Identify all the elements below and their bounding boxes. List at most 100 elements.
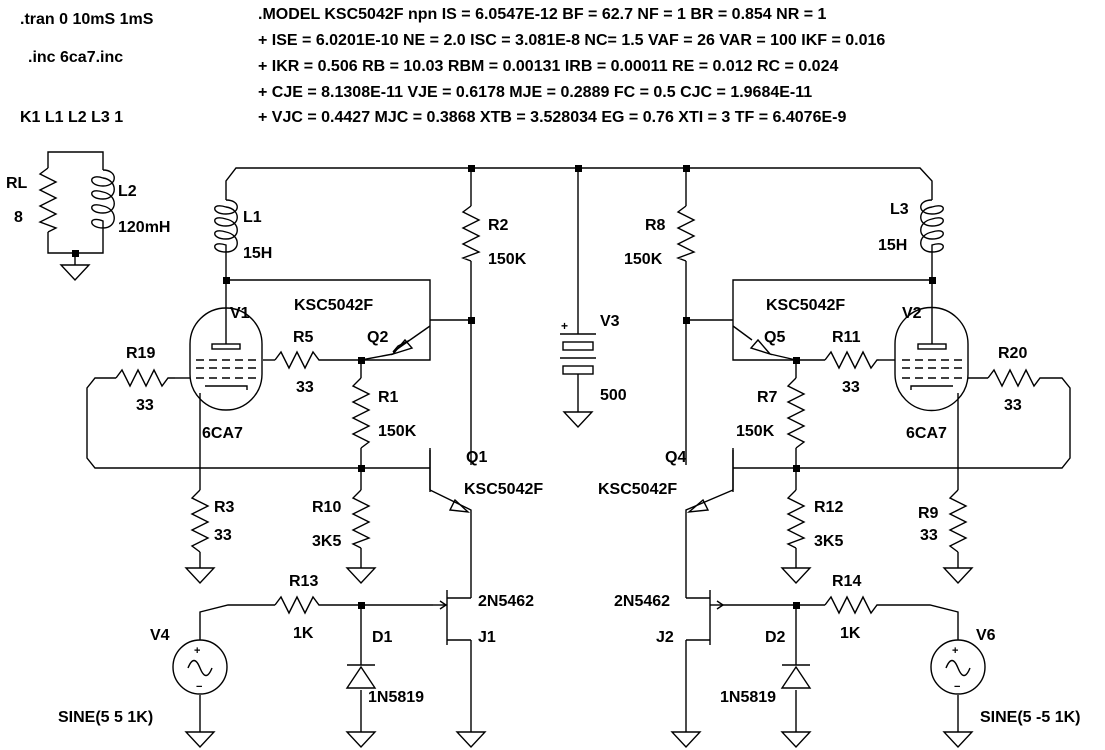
junction-dot xyxy=(223,277,230,284)
q4-value: KSC5042F xyxy=(598,481,677,498)
inc-directive: .inc 6ca7.inc xyxy=(28,49,123,66)
l2-name: L2 xyxy=(118,183,137,200)
wires xyxy=(47,151,1071,732)
resistor-r14[interactable]: R14 1K xyxy=(824,573,879,642)
v2-value: 6CA7 xyxy=(906,425,947,442)
tube-v1[interactable]: V1 6CA7 xyxy=(189,305,263,442)
resistor-r9[interactable]: R9 33 xyxy=(918,489,968,553)
r12-name: R12 xyxy=(814,499,843,516)
q5-emitter-arrow xyxy=(749,338,773,356)
j2-name: J2 xyxy=(656,629,674,646)
model-line-2: + ISE = 6.0201E-10 NE = 2.0 ISC = 3.081E… xyxy=(258,32,885,49)
resistor-r13[interactable]: R13 1K xyxy=(274,573,322,642)
tran-directive: .tran 0 10mS 1mS xyxy=(20,11,154,28)
resistor-r8-symbol xyxy=(676,205,696,262)
ground-symbol xyxy=(780,567,812,585)
j1-value: 2N5462 xyxy=(478,593,534,610)
transistor-q5[interactable]: KSC5042F Q5 xyxy=(732,292,845,361)
junction-dot xyxy=(793,465,800,472)
ground-symbol xyxy=(184,731,216,749)
resistor-r19-symbol xyxy=(115,368,175,388)
ground-symbol xyxy=(942,731,974,749)
sine-source-v4[interactable]: + − V4 SINE(5 5 1K) xyxy=(58,627,228,726)
v3-name: V3 xyxy=(600,313,620,330)
resistor-r10-symbol xyxy=(351,489,371,549)
resistor-r8[interactable]: R8 150K xyxy=(624,205,696,268)
diode-d1[interactable]: D1 1N5819 xyxy=(345,629,424,706)
sine-wave-icon xyxy=(187,659,213,677)
r9-name: R9 xyxy=(918,505,939,522)
d1-value: 1N5819 xyxy=(368,689,424,706)
inductor-l3[interactable]: L3 15H xyxy=(878,199,944,256)
resistor-r2[interactable]: R2 150K xyxy=(461,205,527,268)
transistor-q1[interactable]: Q1 KSC5042F xyxy=(429,448,543,513)
r2-value: 150K xyxy=(488,251,527,268)
junction-dot xyxy=(358,465,365,472)
resistor-rl-symbol xyxy=(38,167,58,233)
resistor-r3-symbol xyxy=(190,489,210,553)
svg-text:−: − xyxy=(954,681,960,693)
r14-name: R14 xyxy=(832,573,861,590)
resistor-r5-symbol xyxy=(274,350,322,370)
resistor-r1[interactable]: R1 150K xyxy=(351,377,417,449)
resistor-r2-symbol xyxy=(461,205,481,262)
resistor-r20[interactable]: R20 33 xyxy=(987,345,1044,414)
r5-value: 33 xyxy=(296,379,314,396)
resistor-r12[interactable]: R12 3K5 xyxy=(786,489,843,550)
r13-value: 1K xyxy=(293,625,314,642)
tube-v1-cathode xyxy=(205,385,248,390)
model-line-3: + IKR = 0.506 RB = 10.03 RBM = 0.00131 I… xyxy=(258,58,838,75)
l3-value: 15H xyxy=(878,237,907,254)
jfet-j1[interactable]: 2N5462 J1 xyxy=(433,590,534,646)
resistor-r1-symbol xyxy=(351,377,371,449)
d2-name: D2 xyxy=(765,629,786,646)
l1-value: 15H xyxy=(243,245,272,262)
diode-d2[interactable]: D2 1N5819 xyxy=(720,629,812,706)
tube-v2-cathode xyxy=(910,385,953,390)
resistor-r3[interactable]: R3 33 xyxy=(190,489,235,553)
sine-wave-icon xyxy=(945,659,971,677)
r1-value: 150K xyxy=(378,423,417,440)
r13-name: R13 xyxy=(289,573,318,590)
resistor-r11-symbol xyxy=(824,350,879,370)
resistor-r9-symbol xyxy=(948,489,968,553)
junction-dot xyxy=(929,277,936,284)
tube-v2[interactable]: V2 6CA7 xyxy=(894,305,969,442)
resistor-r7[interactable]: R7 150K xyxy=(736,377,806,449)
tube-v1-envelope xyxy=(189,307,263,411)
ground-symbol xyxy=(670,731,702,749)
inductor-l2[interactable]: L2 120mH xyxy=(91,169,171,236)
transistor-q2[interactable]: KSC5042F Q2 xyxy=(294,292,431,361)
j1-gate-arrow xyxy=(439,600,448,610)
resistor-r19[interactable]: R19 33 xyxy=(115,345,175,414)
transistor-q4[interactable]: Q4 KSC5042F xyxy=(598,448,734,513)
resistor-rl[interactable]: RL 8 xyxy=(6,167,58,233)
resistor-r11[interactable]: R11 33 xyxy=(824,329,879,396)
resistor-r10[interactable]: R10 3K5 xyxy=(312,489,371,550)
sine-source-v6[interactable]: + − V6 SINE(5 -5 1K) xyxy=(930,627,1080,726)
resistor-r5[interactable]: R5 33 xyxy=(274,329,322,396)
tube-v2-envelope xyxy=(894,306,969,412)
v4-circle xyxy=(172,639,228,695)
ground-symbol xyxy=(59,264,91,282)
rl-name: RL xyxy=(6,175,28,192)
svg-text:+: + xyxy=(194,645,200,657)
r10-value: 3K5 xyxy=(312,533,341,550)
r12-value: 3K5 xyxy=(814,533,843,550)
l2-value: 120mH xyxy=(118,219,170,236)
r5-name: R5 xyxy=(293,329,314,346)
inductor-l1[interactable]: L1 15H xyxy=(214,199,273,262)
r3-name: R3 xyxy=(214,499,235,516)
voltage-source-v3[interactable]: + V3 500 xyxy=(560,313,627,404)
tube-v2-plate xyxy=(917,343,947,350)
v6-name: V6 xyxy=(976,627,996,644)
q1-value: KSC5042F xyxy=(464,481,543,498)
q2-value: KSC5042F xyxy=(294,297,373,314)
r19-name: R19 xyxy=(126,345,155,362)
r7-name: R7 xyxy=(757,389,778,406)
resistor-r13-symbol xyxy=(274,595,322,615)
jfet-j2[interactable]: 2N5462 J2 xyxy=(614,590,725,646)
junction-dot xyxy=(793,602,800,609)
resistor-r14-symbol xyxy=(824,595,879,615)
